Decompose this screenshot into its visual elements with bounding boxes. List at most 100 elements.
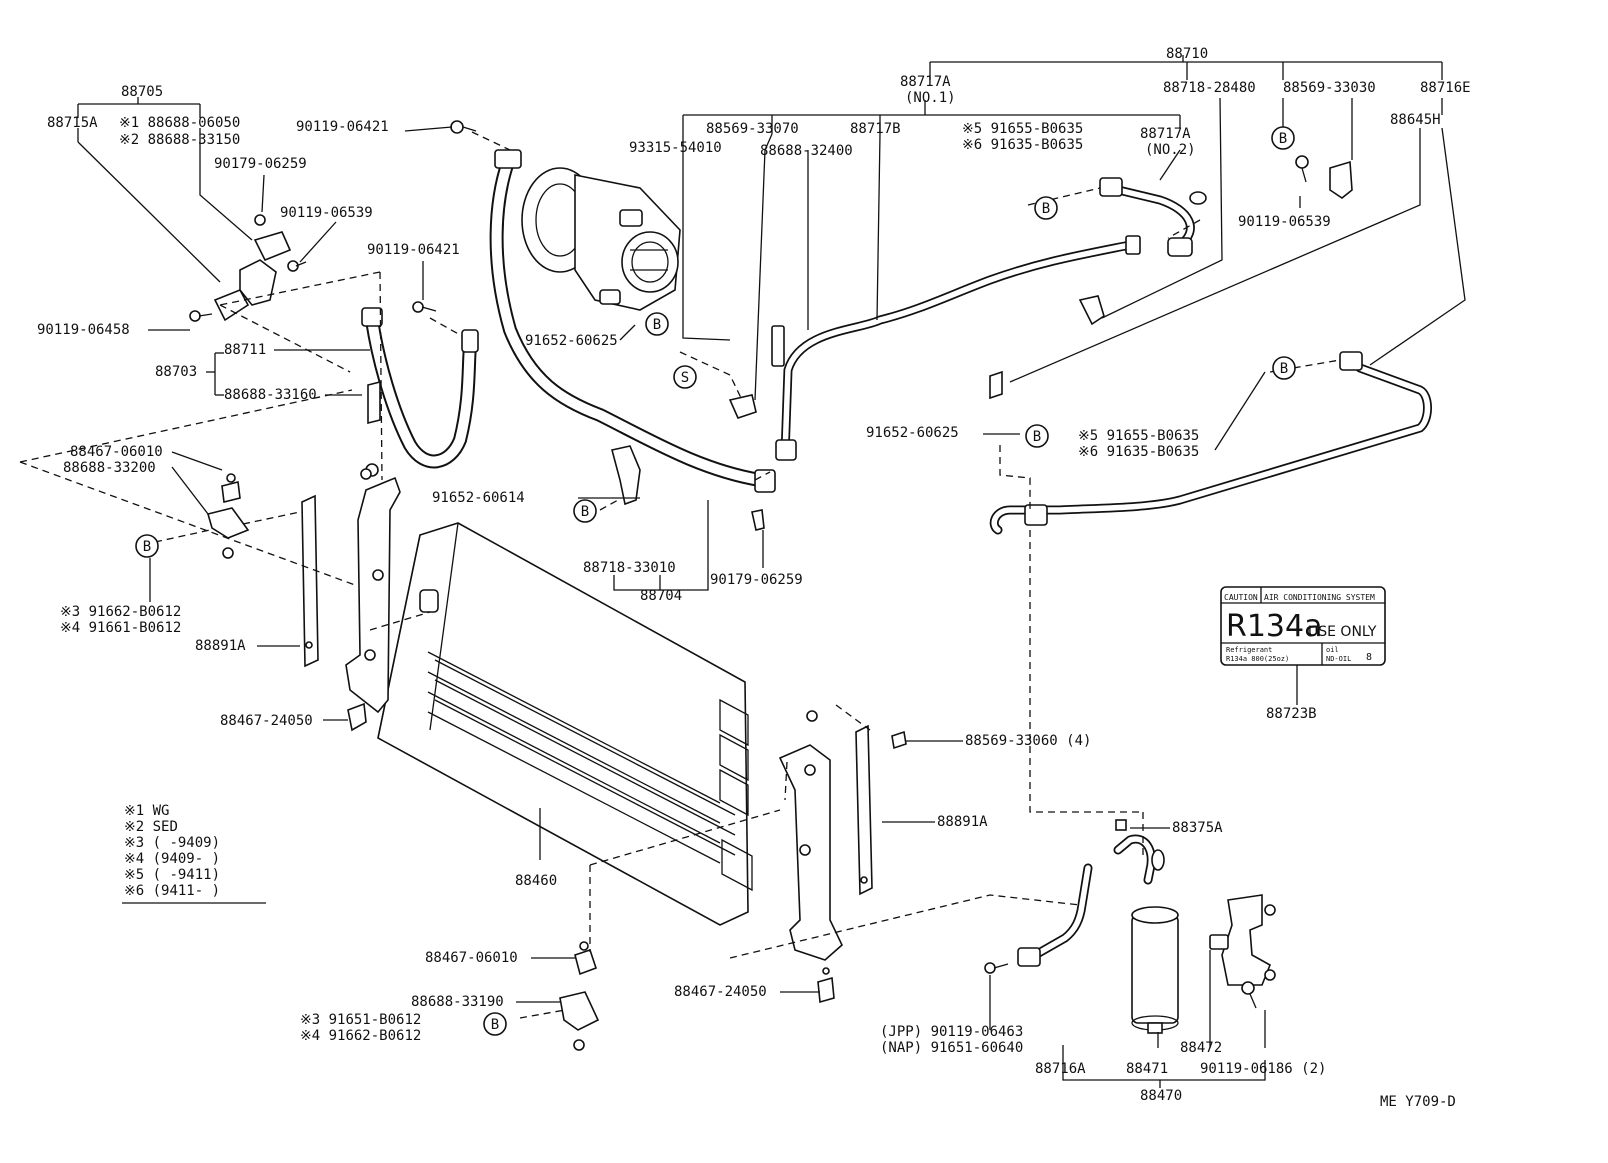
marker-b-text: B xyxy=(581,504,589,520)
pipe-88716E xyxy=(989,351,1432,535)
liquid-pipe-88717B xyxy=(775,235,1141,461)
part-label: 88688-33200 xyxy=(63,460,156,476)
pipe-88716A xyxy=(1017,834,1165,967)
part-label: 88891A xyxy=(937,814,988,830)
part-label: 88710 xyxy=(1166,46,1208,62)
part-label: 88569-33070 xyxy=(706,121,799,137)
part-label: 88711 xyxy=(224,342,266,358)
left-side-bracket xyxy=(345,463,401,714)
part-label: ※6 91635-B0635 xyxy=(962,137,1083,153)
marker-b: B xyxy=(1025,424,1049,448)
right-side-bracket xyxy=(778,744,843,961)
part-label: ※1 88688-06050 xyxy=(119,115,240,131)
part-label: 88723B xyxy=(1266,706,1317,722)
part-label: 88467-06010 xyxy=(425,950,518,966)
part-label: 90119-06421 xyxy=(296,119,389,135)
fasteners xyxy=(189,120,1353,1051)
part-label: ※6 91635-B0635 xyxy=(1078,444,1199,460)
part-label: 88703 xyxy=(155,364,197,380)
part-label: 90119-06539 xyxy=(280,205,373,221)
marker-b: B xyxy=(573,499,597,523)
caution-main-suffix: USE ONLY xyxy=(1308,624,1377,640)
suction-hose-88711 xyxy=(361,307,479,469)
part-label: 88472 xyxy=(1180,1040,1222,1056)
part-label: 88705 xyxy=(121,84,163,100)
marker-b: B xyxy=(1272,356,1296,380)
part-label: 88717B xyxy=(850,121,901,137)
legend-item: ※5 ( -9411) xyxy=(124,867,220,883)
part-label: 90119-06421 xyxy=(367,242,460,258)
caution-main: R134a xyxy=(1226,609,1323,644)
part-label: ※3 91651-B0612 xyxy=(300,1012,421,1028)
legend-item: ※3 ( -9409) xyxy=(124,835,220,851)
compressor xyxy=(521,167,681,311)
right-seal-88891A xyxy=(855,724,873,896)
leader-lines xyxy=(77,97,1466,1088)
legend-item: ※4 (9409- ) xyxy=(124,851,220,867)
legend-item: ※6 (9411- ) xyxy=(124,883,220,899)
part-label: (NO.2) xyxy=(1145,142,1196,158)
circle-markers: B B S B B B B B B xyxy=(135,126,1296,1036)
discharge-hose-88704 xyxy=(489,149,776,493)
caution-sub-right-1: oil xyxy=(1326,646,1339,654)
part-label: 88688-32400 xyxy=(760,143,853,159)
part-label: 88471 xyxy=(1126,1061,1168,1077)
part-label: 88717A xyxy=(900,74,951,90)
part-label: 88715A xyxy=(47,115,98,131)
part-label: 88460 xyxy=(515,873,557,889)
marker-b-text: B xyxy=(1279,131,1287,147)
part-label: 88569-33030 xyxy=(1283,80,1376,96)
legend-item: ※1 WG xyxy=(124,803,169,819)
part-label: 91652-60614 xyxy=(432,490,525,506)
part-label: 91652-60625 xyxy=(866,425,959,441)
marker-s-text: S xyxy=(681,370,689,386)
marker-b-text: B xyxy=(491,1017,499,1033)
caution-sub-right-2: ND-OIL xyxy=(1326,655,1351,663)
part-label: ※2 88688-33150 xyxy=(119,132,240,148)
part-label: 88704 xyxy=(640,588,682,604)
part-label: 88645H xyxy=(1390,112,1441,128)
caution-sub-left-2: R134a 800(25oz) xyxy=(1226,655,1289,663)
part-label: (NAP) 91651-60640 xyxy=(880,1040,1023,1056)
marker-b: B xyxy=(645,312,669,336)
receiver-dryer-88471 xyxy=(1131,906,1179,1034)
leader-lines-88705 xyxy=(77,97,201,118)
part-label: 88375A xyxy=(1172,820,1223,836)
marker-b-text: B xyxy=(1042,201,1050,217)
bracket-88472 xyxy=(1209,894,1276,986)
legend-item: ※2 SED xyxy=(124,819,178,835)
part-label: 88716E xyxy=(1420,80,1471,96)
part-label: 90119-06186 (2) xyxy=(1200,1061,1326,1077)
part-label: 88718-33010 xyxy=(583,560,676,576)
part-label: (NO.1) xyxy=(905,90,956,106)
caution-header-right: AIR CONDITIONING SYSTEM xyxy=(1264,593,1375,602)
part-label: ※4 91662-B0612 xyxy=(300,1028,421,1044)
marker-b-text: B xyxy=(1280,361,1288,377)
marker-b: B xyxy=(483,1012,507,1036)
pipe-88717A-no2 xyxy=(1099,177,1207,257)
part-label: 88716A xyxy=(1035,1061,1086,1077)
part-label: 90119-06539 xyxy=(1238,214,1331,230)
caution-sub-left-1: Refrigerant xyxy=(1226,646,1272,654)
part-label: 88467-24050 xyxy=(220,713,313,729)
part-label: 88467-06010 xyxy=(70,444,163,460)
caution-sub-right-3: 8 xyxy=(1366,652,1372,663)
part-label: ※5 91655-B0635 xyxy=(962,121,1083,137)
marker-b: B xyxy=(1034,196,1058,220)
part-label: 88688-33190 xyxy=(411,994,504,1010)
leader-lines-88710 xyxy=(929,55,1443,80)
part-label: ※4 91661-B0612 xyxy=(60,620,181,636)
part-label: (JPP) 90119-06463 xyxy=(880,1024,1023,1040)
marker-b-text: B xyxy=(143,539,151,555)
part-label: ※5 91655-B0635 xyxy=(1078,428,1199,444)
caution-label-88723B: CAUTION AIR CONDITIONING SYSTEM R134a US… xyxy=(1220,586,1386,666)
part-label: 88470 xyxy=(1140,1088,1182,1104)
marker-b: B xyxy=(135,534,159,558)
part-label: 90119-06458 xyxy=(37,322,130,338)
part-labels: 88710 88705 88715A ※1 88688-06050 ※2 886… xyxy=(37,46,1471,1110)
caution-header-left: CAUTION xyxy=(1224,593,1258,602)
marker-b-text: B xyxy=(1033,429,1041,445)
marker-b: B xyxy=(1271,126,1295,150)
part-label: 88688-33160 xyxy=(224,387,317,403)
